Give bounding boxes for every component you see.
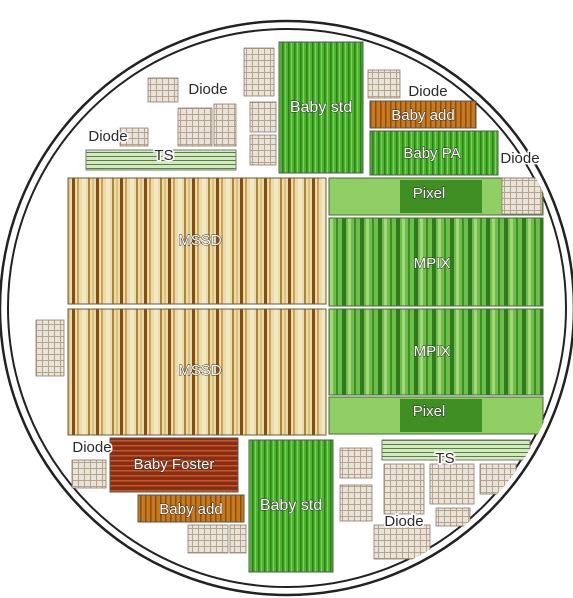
label-diode-1: Diode	[188, 81, 227, 98]
label-baby-add-top: Baby add	[391, 107, 454, 124]
label-ts-top: TS	[154, 147, 173, 164]
label-diode-3: Diode	[88, 128, 127, 145]
label-diode-6: Diode	[384, 513, 423, 530]
ts-bottom-strip	[381, 439, 531, 461]
label-diode-4: Diode	[500, 150, 539, 167]
label-mssd-bottom: MSSD	[178, 362, 222, 379]
label-diode-2: Diode	[408, 83, 447, 100]
label-pixel-top: Pixel	[413, 185, 446, 202]
label-mpix-top: MPIX	[414, 255, 451, 272]
label-baby-std-bottom: Baby std	[260, 497, 322, 514]
baby-pa-block	[369, 130, 499, 176]
mpix-bottom-block	[328, 308, 544, 396]
label-pixel-bottom: Pixel	[413, 403, 446, 420]
label-ts-bottom: TS	[435, 450, 454, 467]
label-baby-add-bottom: Baby add	[159, 501, 222, 518]
baby-add-top-block	[369, 100, 477, 129]
mpix-top-block	[328, 217, 544, 307]
label-baby-foster: Baby Foster	[134, 456, 215, 473]
mssd-bottom-block	[67, 308, 327, 436]
mssd-top-block	[67, 177, 327, 305]
baby-foster-block	[109, 437, 239, 493]
label-mpix-bottom: MPIX	[414, 343, 451, 360]
ts-top-strip	[85, 149, 237, 171]
label-baby-std-top: Baby std	[290, 99, 352, 116]
small-test-structures	[35, 47, 543, 560]
label-baby-pa: Baby PA	[403, 145, 460, 162]
baby-add-bottom-block	[137, 494, 245, 523]
baby-std-top-block	[278, 41, 364, 174]
label-mssd-top: MSSD	[178, 232, 222, 249]
label-diode-5: Diode	[72, 439, 111, 456]
baby-std-bottom-block	[248, 439, 334, 573]
